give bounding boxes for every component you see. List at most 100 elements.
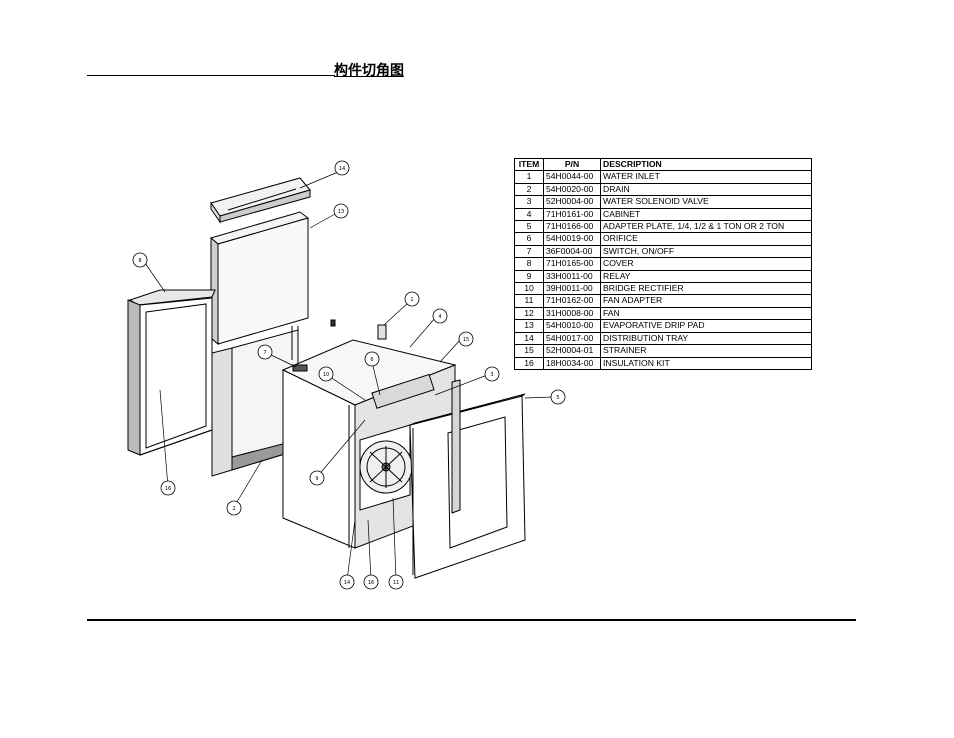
distribution-tray-part (210, 177, 311, 224)
cell-description: ORIFICE (600, 232, 812, 246)
title-rule (87, 75, 335, 76)
cell-pn: 71H0165-00 (543, 257, 601, 271)
cell-description: WATER INLET (600, 170, 812, 184)
cell-pn: 52H0004-00 (543, 195, 601, 209)
svg-text:13: 13 (338, 209, 344, 215)
table-header-row: ITEM P/N DESCRIPTION (514, 157, 812, 172)
svg-text:3: 3 (490, 372, 493, 378)
drain-panel-part (211, 326, 299, 477)
cell-pn: 54H0010-00 (543, 319, 601, 333)
header-item: ITEM (514, 157, 544, 172)
cell-item: 16 (514, 356, 544, 370)
cell-item: 2 (514, 182, 544, 197)
callout-15: 15 (458, 331, 474, 347)
callout-11: 11 (388, 574, 404, 590)
cell-item: 14 (514, 331, 544, 346)
cell-description: SWITCH, ON/OFF (600, 244, 812, 259)
cell-item: 15 (514, 344, 544, 358)
callout-16-bottom: 16 (363, 574, 379, 590)
svg-text:9: 9 (315, 476, 318, 482)
cell-pn: 18H0034-00 (543, 356, 601, 370)
cell-item: 5 (514, 220, 544, 234)
callout-9: 9 (309, 470, 325, 486)
cell-pn: 52H0004-01 (543, 344, 601, 358)
svg-text:14: 14 (344, 580, 350, 586)
svg-text:8: 8 (138, 258, 141, 264)
callout-14-bottom: 14 (339, 574, 355, 590)
strainer-rail-part (451, 379, 461, 514)
header-pn: P/N (543, 157, 601, 172)
cell-item: 12 (514, 306, 544, 321)
cell-pn: 54H0020-00 (543, 182, 601, 197)
callout-8: 8 (132, 252, 148, 268)
callout-14: 14 (334, 160, 350, 176)
drip-pad-part (209, 211, 310, 346)
valve-part (292, 319, 435, 409)
cell-pn: 54H0019-00 (543, 232, 601, 246)
cell-description: ADAPTER PLATE, 1/4, 1/2 & 1 TON OR 2 TON (600, 220, 812, 234)
svg-text:4: 4 (438, 314, 441, 320)
cell-description: WATER SOLENOID VALVE (600, 195, 812, 209)
cell-description: COVER (600, 257, 812, 271)
svg-text:10: 10 (323, 372, 329, 378)
callout-10: 10 (318, 366, 334, 382)
callout-7: 7 (257, 344, 273, 360)
svg-text:5: 5 (556, 395, 559, 401)
cell-pn: 54H0017-00 (543, 331, 601, 346)
cell-pn: 31H0008-00 (543, 306, 601, 321)
cell-description: FAN ADAPTER (600, 294, 812, 308)
cell-pn: 71H0162-00 (543, 294, 601, 308)
cell-pn: 71H0161-00 (543, 207, 601, 222)
header-description: DESCRIPTION (600, 157, 812, 172)
bottom-rule (87, 619, 856, 621)
cell-item: 8 (514, 257, 544, 271)
cell-item: 13 (514, 319, 544, 333)
cell-description: INSULATION KIT (600, 356, 812, 370)
cell-pn: 54H0044-00 (543, 170, 601, 184)
page-title: 构件切角图 (334, 63, 404, 79)
svg-text:16: 16 (368, 580, 374, 586)
callout-16: 16 (160, 480, 176, 496)
cell-description: CABINET (600, 207, 812, 222)
cell-description: DRAIN (600, 182, 812, 197)
cell-pn: 39H0011-00 (543, 282, 601, 296)
cell-item: 10 (514, 282, 544, 296)
callout-1: 1 (404, 291, 420, 307)
cell-item: 3 (514, 195, 544, 209)
cell-description: DISTRIBUTION TRAY (600, 331, 812, 346)
cell-item: 7 (514, 244, 544, 259)
callout-3: 3 (484, 366, 500, 382)
fan-part (359, 424, 413, 511)
cell-item: 1 (514, 170, 544, 184)
svg-text:11: 11 (393, 580, 399, 586)
svg-text:14: 14 (339, 166, 345, 172)
callout-5: 5 (550, 389, 566, 405)
adapter-plate-part (409, 393, 526, 579)
callout-6: 6 (364, 351, 380, 367)
cell-description: STRAINER (600, 344, 812, 358)
cell-pn: 33H0011-00 (543, 269, 601, 284)
cell-description: EVAPORATIVE DRIP PAD (600, 319, 812, 333)
svg-text:1: 1 (410, 297, 413, 303)
cover-frame-part (127, 289, 216, 456)
cell-item: 6 (514, 232, 544, 246)
cell-description: RELAY (600, 269, 812, 284)
svg-text:7: 7 (263, 350, 266, 356)
